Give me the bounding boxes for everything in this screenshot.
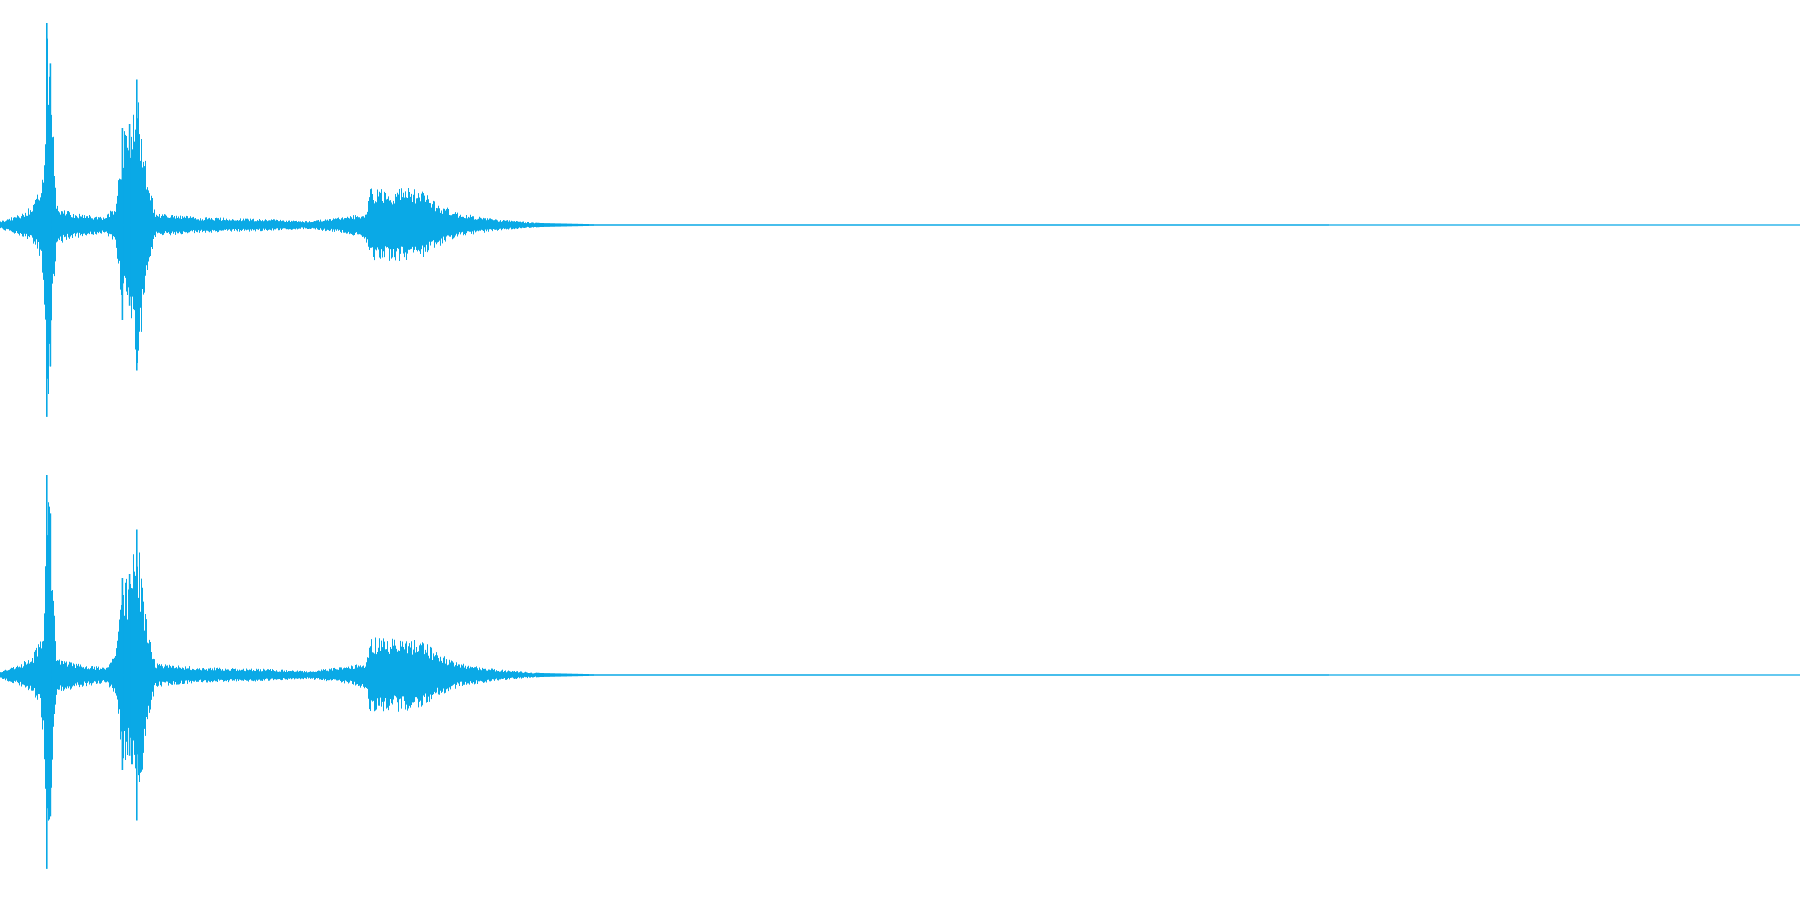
waveform-channel-2-samples [0,502,1800,821]
waveform-channel-1 [0,23,1800,417]
waveform-channel-1-samples [0,38,1800,395]
waveform-channel-2 [0,475,1800,869]
